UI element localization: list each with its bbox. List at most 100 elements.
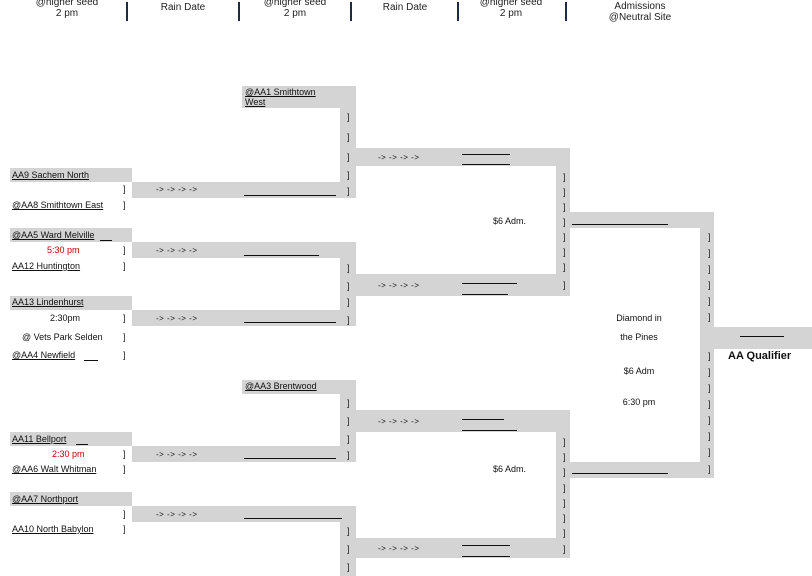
team-walt-whitman: @AA6 Walt Whitman <box>12 464 97 474</box>
bracket-mark: ] <box>563 172 566 182</box>
bracket-mark: ] <box>708 399 711 409</box>
r2-bar <box>340 394 356 462</box>
final-venue-line2: the Pines <box>620 332 658 342</box>
bracket-mark: ] <box>123 509 126 519</box>
bracket-mark: ] <box>563 528 566 538</box>
game-time: 2:30 pm <box>52 449 85 459</box>
advance-arrow: -> -> -> -> <box>378 544 420 553</box>
r2-bar <box>340 258 356 326</box>
bracket-mark: ] <box>347 297 350 307</box>
bracket-mark: ] <box>708 447 711 457</box>
bracket-mark: ] <box>708 415 711 425</box>
bracket-mark: ] <box>123 464 126 474</box>
bracket-mark: ] <box>563 513 566 523</box>
r3-bar <box>556 166 570 274</box>
r2-bar <box>340 108 356 198</box>
bracket-mark: ] <box>347 544 350 554</box>
advance-arrow: -> -> -> -> <box>378 153 420 162</box>
bracket-mark: ] <box>347 450 350 460</box>
winner-blank <box>572 224 668 225</box>
advance-arrow: -> -> -> -> <box>378 281 420 290</box>
bracket-mark: ] <box>347 112 350 122</box>
bracket-mark: ] <box>708 296 711 306</box>
bracket-mark: ] <box>563 202 566 212</box>
bracket-mark: ] <box>563 217 566 227</box>
bracket-mark: ] <box>123 524 126 534</box>
header-rain-date: Rain Date <box>160 2 206 13</box>
bracket-mark: ] <box>347 434 350 444</box>
bracket-mark: ] <box>123 245 126 255</box>
r2-bar <box>242 380 356 394</box>
advance-arrow: -> -> -> -> <box>378 417 420 426</box>
header-divider <box>457 2 459 21</box>
winner-blank <box>244 322 336 323</box>
bracket-mark: ] <box>123 313 126 323</box>
team-bellport: AA11 Bellport <box>12 434 67 444</box>
bracket-mark: ] <box>123 350 126 360</box>
qualifier-label: AA Qualifier <box>728 350 792 362</box>
winner-blank <box>462 154 510 155</box>
champion-bar <box>714 327 812 349</box>
advance-arrow: -> -> -> -> <box>156 314 198 323</box>
bracket-mark: ] <box>123 200 126 210</box>
game-time: 2:30pm <box>50 313 81 323</box>
winner-blank <box>572 473 668 474</box>
header-admissions: Admissions@Neutral Site <box>608 1 672 23</box>
bracket-mark: ] <box>123 332 126 342</box>
game-time: 5:30 pm <box>47 245 80 255</box>
game-site: @ Vets Park Selden <box>22 332 103 342</box>
header-divider <box>238 2 240 21</box>
name-underline <box>76 444 88 445</box>
bracket-mark: ] <box>563 544 566 554</box>
r1-connector <box>132 182 356 198</box>
bracket-mark: ] <box>123 261 126 271</box>
winner-blank <box>462 556 510 557</box>
r1-connector <box>132 242 356 258</box>
bracket-mark: ] <box>563 187 566 197</box>
header-divider <box>126 2 128 21</box>
final-time: 6:30 pm <box>622 397 656 407</box>
winner-blank <box>244 255 319 256</box>
winner-blank <box>244 195 336 196</box>
bracket-mark: ] <box>347 281 350 291</box>
bracket-mark: ] <box>708 312 711 322</box>
name-underline <box>84 360 98 361</box>
team-lindenhurst: AA13 Lindenhurst <box>12 297 84 307</box>
final-admission: $6 Adm <box>623 366 655 376</box>
bracket-mark: ] <box>347 526 350 536</box>
bracket-mark: ] <box>347 562 350 572</box>
winner-blank <box>462 164 510 165</box>
r1-bar <box>10 168 132 182</box>
bracket-mark: ] <box>708 383 711 393</box>
r2-bar <box>340 522 356 576</box>
bracket-mark: ] <box>708 264 711 274</box>
team-northport: @AA7 Northport <box>12 494 79 504</box>
winner-blank <box>462 283 517 284</box>
bracket-mark: ] <box>347 398 350 408</box>
team-north-babylon: AA10 North Babylon <box>12 524 94 534</box>
admission-price: $6 Adm. <box>493 464 527 474</box>
bracket-mark: ] <box>563 498 566 508</box>
team-smithtown-east: @AA8 Smithtown East <box>12 200 104 210</box>
bracket-mark: ] <box>563 467 566 477</box>
header-divider <box>565 2 567 21</box>
r3-connector <box>570 462 714 478</box>
r3-connector <box>570 212 714 228</box>
r1-bar <box>10 492 132 506</box>
bracket-mark: ] <box>563 280 566 290</box>
bracket-mark: ] <box>563 483 566 493</box>
winner-blank <box>462 419 504 420</box>
final-bar <box>700 228 714 462</box>
champion-blank <box>740 336 784 337</box>
bracket-mark: ] <box>708 351 711 361</box>
team-sachem-north: AA9 Sachem North <box>12 170 90 180</box>
r3-bar <box>556 432 570 538</box>
r2-bar <box>242 86 356 108</box>
header-divider <box>350 2 352 21</box>
bracket-mark: ] <box>708 367 711 377</box>
r2-connector <box>356 410 570 432</box>
